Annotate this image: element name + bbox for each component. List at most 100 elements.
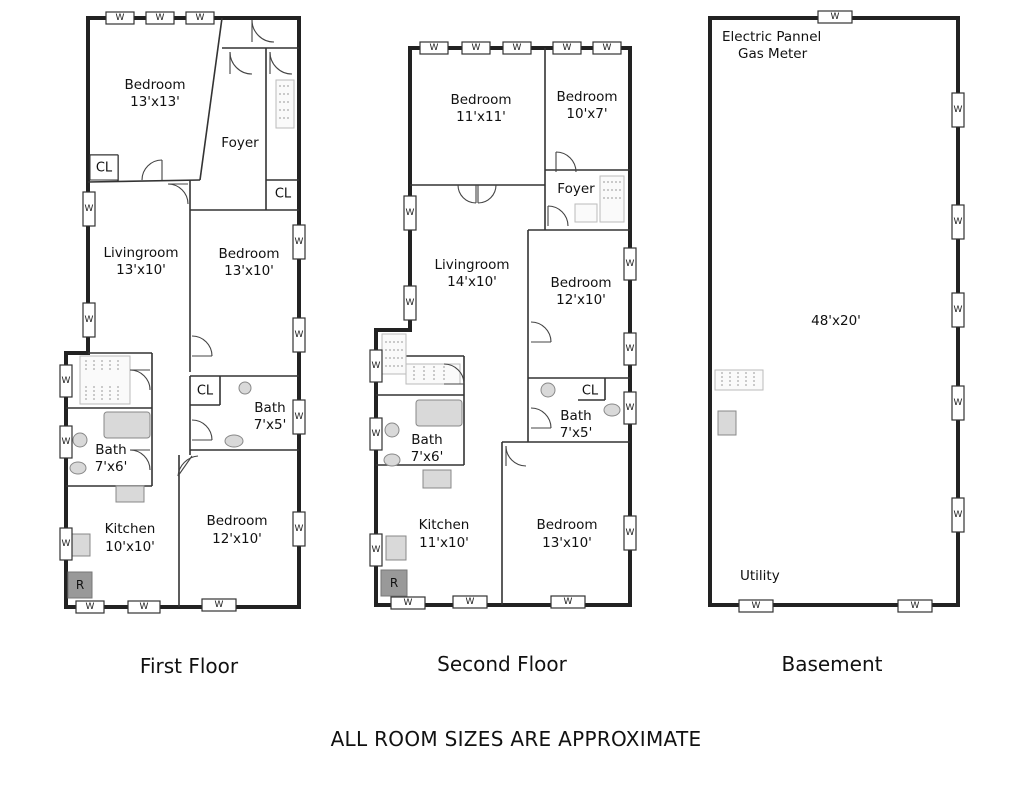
window-marker: W bbox=[623, 332, 637, 366]
utility-sink-icon bbox=[717, 410, 737, 436]
closet-label: CL bbox=[96, 161, 113, 176]
svg-text:W: W bbox=[156, 13, 165, 23]
svg-text:W: W bbox=[85, 315, 94, 325]
room-name: Bath bbox=[95, 442, 126, 458]
svg-text:W: W bbox=[406, 298, 415, 308]
svg-text:W: W bbox=[603, 43, 612, 53]
room-size: 13'x10' bbox=[224, 263, 274, 279]
svg-text:W: W bbox=[62, 437, 71, 447]
window-marker: W bbox=[201, 598, 237, 612]
window-marker: W bbox=[951, 292, 965, 328]
svg-text:W: W bbox=[563, 43, 572, 53]
bath-toilet-icon bbox=[603, 403, 621, 417]
svg-text:W: W bbox=[954, 105, 963, 115]
bathtub-icon bbox=[103, 411, 151, 439]
room-size: 13'x10' bbox=[116, 262, 166, 278]
room-name: Kitchen bbox=[419, 517, 470, 533]
room-size: 11'x11' bbox=[456, 109, 506, 125]
svg-text:W: W bbox=[752, 601, 761, 611]
room-size: 7'x5' bbox=[254, 417, 287, 433]
refrigerator-icon bbox=[380, 569, 408, 597]
svg-text:W: W bbox=[626, 344, 635, 354]
svg-text:W: W bbox=[372, 429, 381, 439]
stove-icon bbox=[115, 485, 145, 503]
closet-label: CL bbox=[582, 384, 599, 399]
window-marker: W bbox=[951, 385, 965, 421]
window-marker: W bbox=[59, 527, 73, 561]
room-size: 14'x10' bbox=[447, 274, 497, 290]
room-size: 12'x10' bbox=[556, 292, 606, 308]
toilet-icon bbox=[69, 461, 87, 475]
svg-text:W: W bbox=[626, 259, 635, 269]
svg-text:W: W bbox=[472, 43, 481, 53]
second-floor-doors bbox=[443, 151, 577, 467]
gas-meter-label: Gas Meter bbox=[738, 46, 808, 62]
window-marker: W bbox=[817, 10, 853, 24]
window-marker: W bbox=[623, 391, 637, 425]
kitchen-sink-icon bbox=[71, 533, 91, 557]
room-size: 7'x5' bbox=[560, 425, 593, 441]
refrigerator-label: R bbox=[76, 578, 84, 592]
svg-text:W: W bbox=[466, 597, 475, 607]
window-marker: W bbox=[292, 317, 306, 353]
second-floor-fixtures: R bbox=[380, 382, 621, 597]
room-size: 7'x6' bbox=[411, 449, 444, 465]
svg-text:W: W bbox=[295, 524, 304, 534]
svg-text:W: W bbox=[372, 361, 381, 371]
window-marker: W bbox=[452, 595, 488, 609]
basement-outer-wall bbox=[708, 16, 960, 607]
svg-text:W: W bbox=[140, 602, 149, 612]
room-name: Bedroom bbox=[450, 92, 511, 108]
bathtub-icon bbox=[415, 399, 463, 427]
window-marker: W bbox=[592, 41, 622, 55]
svg-text:W: W bbox=[295, 330, 304, 340]
room-name: Bedroom bbox=[556, 89, 617, 105]
window-marker: W bbox=[59, 425, 73, 459]
sink-icon bbox=[384, 422, 400, 438]
svg-text:W: W bbox=[430, 43, 439, 53]
svg-text:W: W bbox=[62, 376, 71, 386]
electric-panel-label: Electric Pannel bbox=[722, 29, 821, 45]
window-marker: W bbox=[502, 41, 532, 55]
closet-box bbox=[89, 154, 119, 181]
room-size: 10'x7' bbox=[566, 106, 607, 122]
closet-label: CL bbox=[197, 384, 214, 399]
svg-text:W: W bbox=[86, 602, 95, 612]
second-floor-windows: W W W W W W W W W W W W W W W W W bbox=[369, 41, 637, 610]
window-marker: W bbox=[105, 11, 135, 25]
first-floor-doors bbox=[129, 19, 293, 477]
first-floor-windows: W W W W W W W W W W W W W W W bbox=[59, 11, 306, 614]
refrigerator-label: R bbox=[390, 576, 398, 590]
room-name: Bedroom bbox=[124, 77, 185, 93]
room-name: Bedroom bbox=[206, 513, 267, 529]
svg-text:W: W bbox=[911, 601, 920, 611]
window-marker: W bbox=[369, 417, 383, 451]
window-marker: W bbox=[390, 596, 426, 610]
window-marker: W bbox=[550, 595, 586, 609]
first-floor-plan: R CL CL CL Bedroom 13'x13' Foyer Livingr… bbox=[59, 11, 306, 678]
utility-label: Utility bbox=[740, 568, 780, 584]
room-name: Bath bbox=[560, 408, 591, 424]
room-name: Kitchen bbox=[105, 521, 156, 537]
svg-text:W: W bbox=[372, 545, 381, 555]
window-marker: W bbox=[292, 224, 306, 260]
window-marker: W bbox=[75, 600, 105, 614]
window-marker: W bbox=[419, 41, 449, 55]
room-size: 7'x6' bbox=[95, 459, 128, 475]
second-floor-stairs bbox=[574, 175, 625, 223]
bath-sink-icon bbox=[540, 382, 556, 398]
svg-text:W: W bbox=[954, 510, 963, 520]
room-size: 13'x10' bbox=[542, 535, 592, 551]
closet-label: CL bbox=[275, 187, 292, 202]
svg-text:W: W bbox=[513, 43, 522, 53]
toilet-icon bbox=[383, 453, 401, 467]
first-floor-stairs-lower bbox=[79, 355, 131, 405]
room-name: Livingroom bbox=[103, 245, 178, 261]
window-marker: W bbox=[292, 399, 306, 435]
window-marker: W bbox=[127, 600, 161, 614]
second-floor-stairs-lower bbox=[381, 333, 461, 385]
floor-title-basement: Basement bbox=[781, 652, 882, 676]
svg-text:W: W bbox=[215, 600, 224, 610]
svg-text:W: W bbox=[954, 305, 963, 315]
second-floor-outer-wall bbox=[374, 46, 632, 607]
